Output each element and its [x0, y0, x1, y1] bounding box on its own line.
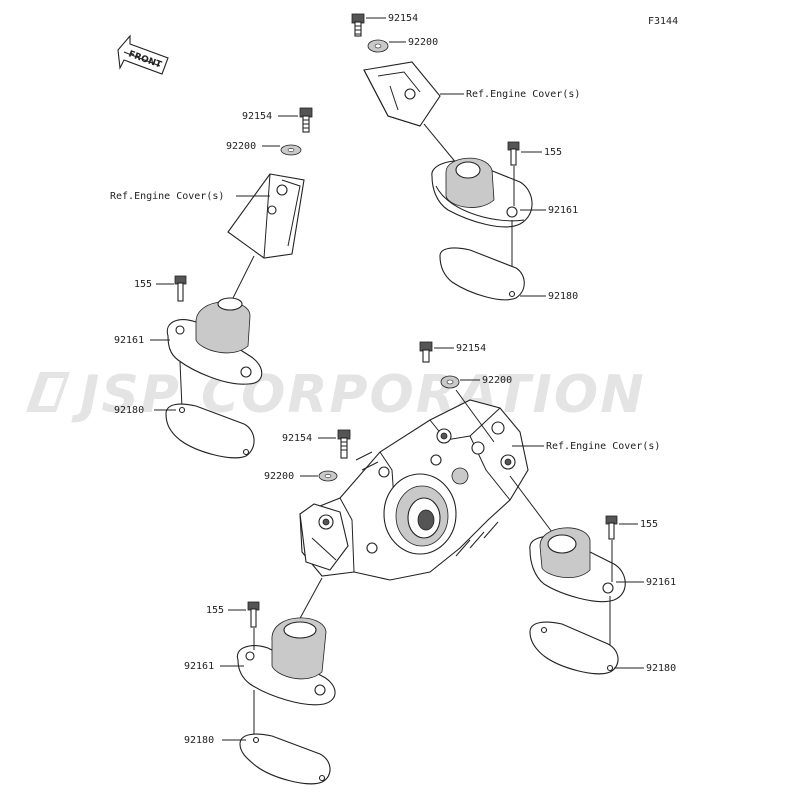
bolt-icon — [247, 601, 260, 628]
right-assembly: 155 92161 92180 — [529, 515, 676, 675]
gasket-icon — [439, 247, 525, 301]
label-92154: 92154 — [242, 111, 272, 122]
label-92161: 92161 — [646, 577, 676, 588]
left-assembly: 92154 92200 Ref.Engine Cover(s) — [110, 107, 313, 459]
bolt-icon — [174, 275, 187, 302]
bolt-icon — [299, 107, 313, 133]
label-92154: 92154 — [282, 433, 312, 444]
bolt-icon — [507, 141, 520, 166]
bolt-icon — [351, 13, 365, 37]
label-92180: 92180 — [646, 663, 676, 674]
label-155: 155 — [544, 147, 562, 158]
label-92200: 92200 — [408, 37, 438, 48]
label-92200: 92200 — [482, 375, 512, 386]
engine-mount-icon — [529, 527, 626, 603]
label-ref-engine-cover: Ref.Engine Cover(s) — [110, 191, 224, 202]
label-92161: 92161 — [548, 205, 578, 216]
top-right-assembly: 92154 92200 Ref.Engine Cover(s) — [351, 13, 580, 302]
bracket-icon — [227, 173, 305, 259]
engine-mount-icon — [166, 297, 263, 385]
label-92180: 92180 — [184, 735, 214, 746]
label-92161: 92161 — [184, 661, 214, 672]
label-92154: 92154 — [388, 13, 418, 24]
gasket-icon — [165, 403, 255, 459]
gasket-icon — [529, 621, 619, 675]
washer-icon — [367, 39, 389, 53]
bolt-icon — [419, 341, 433, 363]
bolt-icon — [605, 515, 618, 540]
engine-housing: 92154 92200 — [264, 341, 660, 623]
label-92200: 92200 — [226, 141, 256, 152]
watermark: JSP CORPORATION — [26, 365, 646, 425]
label-92180: 92180 — [114, 405, 144, 416]
label-ref-engine-cover: Ref.Engine Cover(s) — [466, 89, 580, 100]
engine-mount-icon — [236, 617, 336, 706]
bolt-icon — [337, 429, 351, 459]
gasket-icon — [239, 733, 331, 785]
front-arrow-icon: FRONT — [117, 34, 169, 75]
label-92200: 92200 — [264, 471, 294, 482]
label-92180: 92180 — [548, 291, 578, 302]
watermark-text: JSP CORPORATION — [71, 365, 646, 425]
figure-code: F3144 — [648, 16, 678, 27]
washer-icon — [440, 375, 460, 389]
label-155: 155 — [206, 605, 224, 616]
washer-icon — [280, 144, 302, 156]
label-92154: 92154 — [456, 343, 486, 354]
bottom-assembly: 155 92161 92180 — [184, 601, 336, 785]
label-92161: 92161 — [114, 335, 144, 346]
label-ref-engine-cover: Ref.Engine Cover(s) — [546, 441, 660, 452]
label-155: 155 — [134, 279, 152, 290]
label-155: 155 — [640, 519, 658, 530]
engine-mount-icon — [431, 157, 533, 228]
bracket-icon — [363, 61, 441, 127]
washer-icon — [318, 470, 338, 482]
